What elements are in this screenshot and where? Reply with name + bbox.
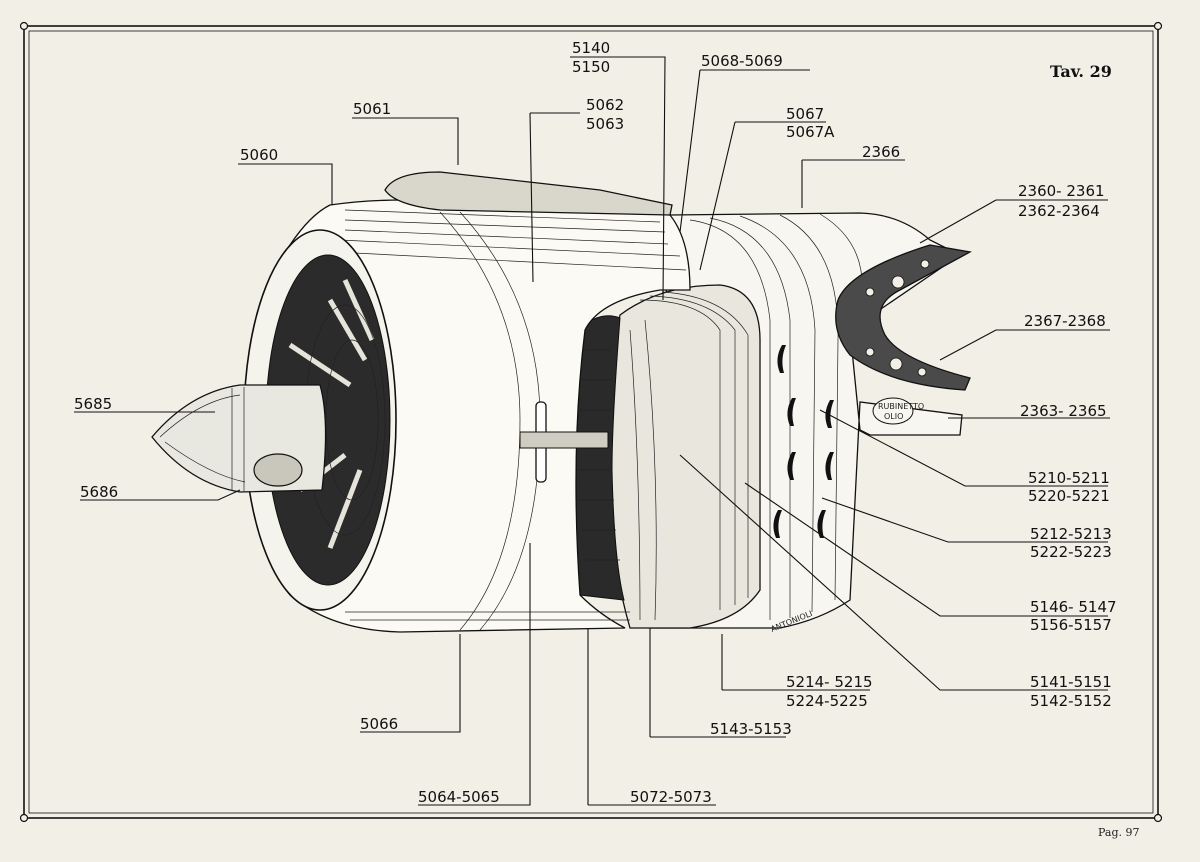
inner-casing <box>609 284 761 629</box>
label-5150: 5150 <box>572 58 610 76</box>
label-5064-5065: 5064-5065 <box>418 788 500 806</box>
label-5146-5147: 5146- 5147 <box>1030 598 1117 616</box>
plate-number: Tav. 29 <box>1050 62 1112 81</box>
label-5224-5225: 5224-5225 <box>786 692 868 710</box>
label-5140: 5140 <box>572 39 610 57</box>
engine-illustration: RUBINETTO OLIO <box>151 171 972 634</box>
spinner-hatching <box>159 387 246 491</box>
label-2362-2364: 2362-2364 <box>1018 202 1100 220</box>
spinner-port <box>253 453 303 487</box>
top-access-panel <box>384 171 673 216</box>
label-5067: 5067 <box>786 105 824 123</box>
label-5143-5153: 5143-5153 <box>710 720 792 738</box>
cowling-hatching <box>334 209 687 631</box>
label-2367-2368: 2367-2368 <box>1024 312 1106 330</box>
label-2360-2361: 2360- 2361 <box>1018 182 1105 200</box>
label-5061: 5061 <box>353 100 391 118</box>
label-5214-5215: 5214- 5215 <box>786 673 873 691</box>
label-2363-2365: 2363- 2365 <box>1020 402 1107 420</box>
label-5156-5157: 5156-5157 <box>1030 616 1112 634</box>
oil-nameplate: RUBINETTO OLIO <box>872 397 924 425</box>
label-2366: 2366 <box>862 143 900 161</box>
label-5062: 5062 <box>586 96 624 114</box>
label-5068-5069: 5068-5069 <box>701 52 783 70</box>
label-5072-5073: 5072-5073 <box>630 788 712 806</box>
label-5212-5213: 5212-5213 <box>1030 525 1112 543</box>
leader-lines <box>74 56 1110 806</box>
label-5067a: 5067A <box>786 123 835 141</box>
shroud-louvers <box>773 345 834 538</box>
label-5142-5152: 5142-5152 <box>1030 692 1112 710</box>
label-5222-5223: 5222-5223 <box>1030 543 1112 561</box>
label-5210-5211: 5210-5211 <box>1028 469 1110 487</box>
label-5220-5221: 5220-5221 <box>1028 487 1110 505</box>
part-labels: 5140 5150 5068-5069 5061 5062 5063 5067 … <box>74 39 1117 806</box>
label-5141-5151: 5141-5151 <box>1030 673 1112 691</box>
bracket-holes <box>865 259 930 377</box>
label-5063: 5063 <box>586 115 624 133</box>
page-frame <box>19 21 1163 823</box>
svg-text:RUBINETTO: RUBINETTO <box>878 402 924 411</box>
label-5686: 5686 <box>80 483 118 501</box>
svg-text:OLIO: OLIO <box>884 412 903 421</box>
inner-hatching <box>629 291 749 621</box>
page-number: Pag. 97 <box>1098 826 1140 839</box>
label-5685: 5685 <box>74 395 112 413</box>
label-5060: 5060 <box>240 146 278 164</box>
intake-struts <box>288 278 375 549</box>
label-5066: 5066 <box>360 715 398 733</box>
